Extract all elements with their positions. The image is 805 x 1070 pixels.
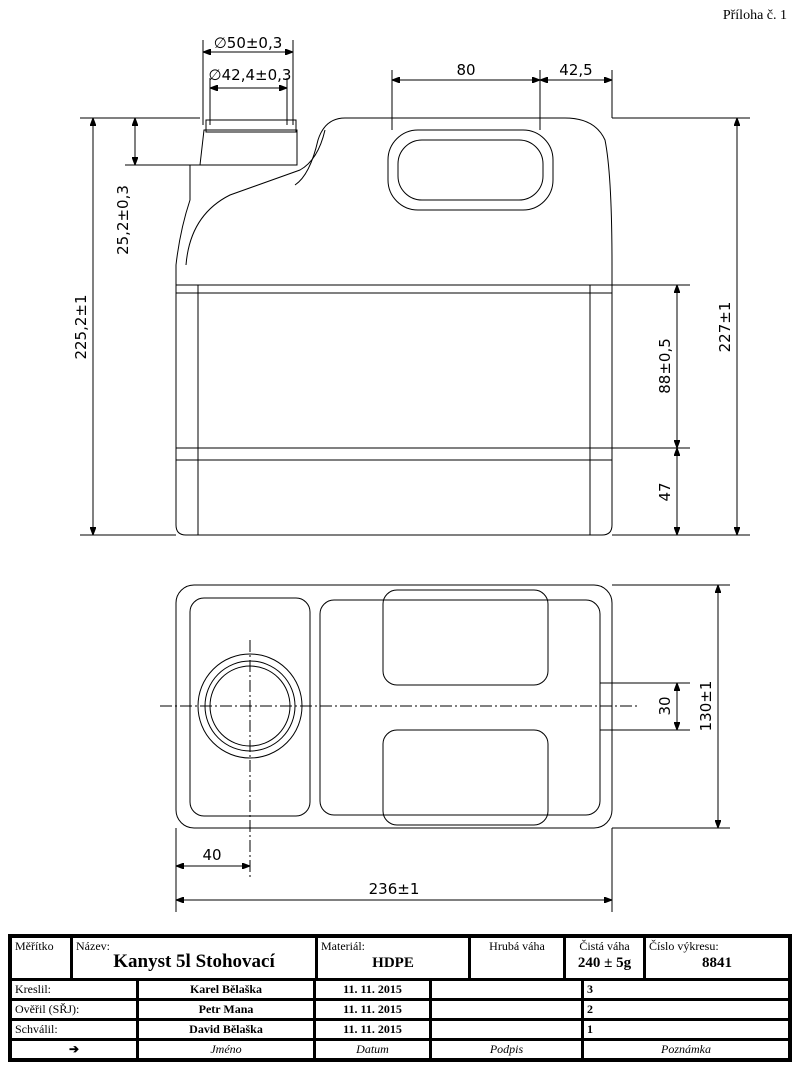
dim-neck-height: 25,2±0,3 <box>114 185 132 255</box>
dim-handle-width: 80 <box>456 61 475 79</box>
title-block: Měřítko Název:Kanyst 5l Stohovací Materi… <box>8 934 792 1062</box>
canister-drawing: ∅50±0,3 ∅42,4±0,3 80 42,5 25,2±0,3 225,2… <box>72 34 750 912</box>
dim-label-band: 88±0,5 <box>656 338 674 394</box>
footer-row: ➔ Jméno Datum Podpis Poznámka <box>12 1041 788 1058</box>
dim-top-gap: 30 <box>656 696 674 715</box>
role: Kreslil: <box>12 981 136 998</box>
role: Ověřil (SŘJ): <box>12 1001 136 1018</box>
scale-label: Měřítko <box>12 938 70 978</box>
front-view <box>175 117 613 536</box>
footer-note: Poznámka <box>584 1041 788 1058</box>
dim-neck-inner: ∅42,4±0,3 <box>209 66 292 84</box>
dim-handle-offset: 42,5 <box>559 61 592 79</box>
dim-bottom-band: 47 <box>656 482 674 501</box>
role: Schválil: <box>12 1021 136 1038</box>
material-value: HDPE <box>372 955 414 971</box>
net-weight-cell: Čistá váha 240 ± 5g <box>566 938 643 978</box>
drawing-no-cell: Číslo výkresu: 8841 <box>646 938 788 978</box>
name-label: Název: <box>76 939 110 953</box>
date: 11. 11. 2015 <box>316 1021 429 1038</box>
name-cell: Název:Kanyst 5l Stohovací <box>73 938 315 978</box>
dim-neck-offset: 40 <box>202 846 221 864</box>
signature <box>432 981 581 998</box>
signature <box>432 1001 581 1018</box>
footer-name: Jméno <box>139 1041 313 1058</box>
dim-neck-outer: ∅50±0,3 <box>214 34 283 52</box>
signoff-row: Kreslil: Karel Bělaška 11. 11. 2015 3 <box>12 981 788 998</box>
person-name: Petr Mana <box>139 1001 313 1018</box>
material-cell: Materiál: HDPE <box>318 938 468 978</box>
arrow-icon: ➔ <box>12 1041 136 1058</box>
net-weight-label: Čistá váha <box>579 939 630 953</box>
drawing-no-value: 8841 <box>702 955 732 971</box>
signature <box>432 1021 581 1038</box>
dim-total-width: 236±1 <box>369 880 420 898</box>
dim-top-depth: 130±1 <box>697 681 715 732</box>
product-name: Kanyst 5l Stohovací <box>113 951 275 972</box>
drawing-no-label: Číslo výkresu: <box>649 939 719 953</box>
person-name: David Bělaška <box>139 1021 313 1038</box>
date: 11. 11. 2015 <box>316 1001 429 1018</box>
person-name: Karel Bělaška <box>139 981 313 998</box>
note: 1 <box>584 1021 788 1038</box>
net-weight-value: 240 ± 5g <box>577 955 632 971</box>
dim-total-height-left: 225,2±1 <box>72 294 90 359</box>
signoff-row: Schválil: David Bělaška 11. 11. 2015 1 <box>12 1021 788 1038</box>
material-label: Materiál: <box>321 939 365 953</box>
top-view <box>160 584 640 880</box>
note: 2 <box>584 1001 788 1018</box>
annex-label: Příloha č. 1 <box>722 8 787 23</box>
note: 3 <box>584 981 788 998</box>
footer-signature: Podpis <box>432 1041 581 1058</box>
date: 11. 11. 2015 <box>316 981 429 998</box>
signoff-row: Ověřil (SŘJ): Petr Mana 11. 11. 2015 2 <box>12 1001 788 1018</box>
dimension-lines <box>80 40 750 912</box>
dim-total-height-right: 227±1 <box>716 302 734 353</box>
footer-date: Datum <box>316 1041 429 1058</box>
gross-weight-label: Hrubá váha <box>471 938 563 978</box>
